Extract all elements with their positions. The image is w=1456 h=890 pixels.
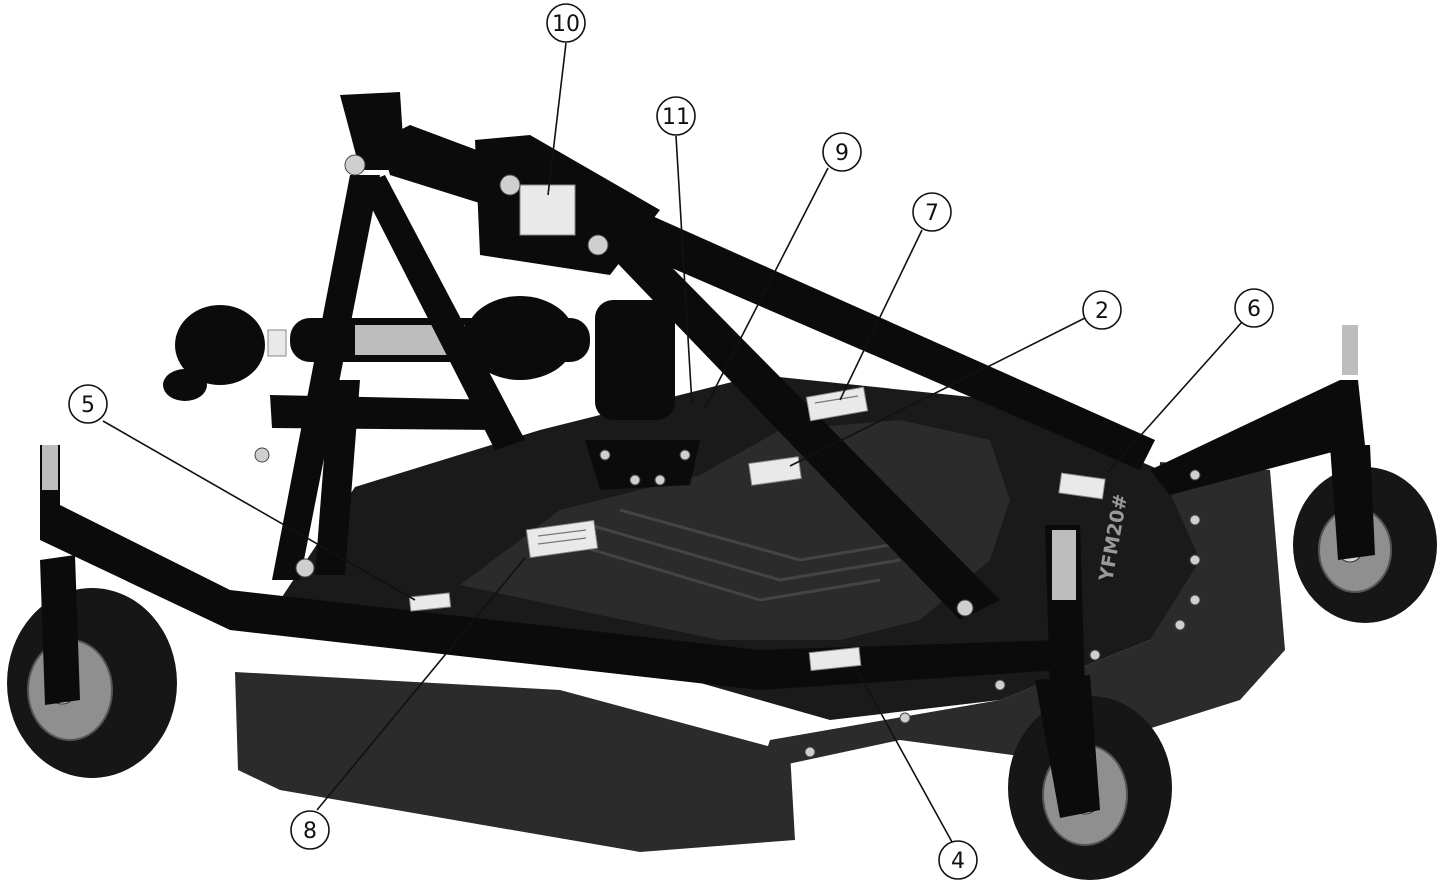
- callout-9: 9: [704, 132, 862, 409]
- decal-4: [808, 646, 862, 672]
- callout-10: 10: [546, 3, 586, 196]
- rubber-flap: [760, 462, 1285, 770]
- hitch-frame: [254, 92, 525, 580]
- svg-text:7: 7: [925, 201, 939, 226]
- lift-arm: [380, 125, 1155, 620]
- svg-text:5: 5: [81, 393, 95, 418]
- callout-7: 7: [839, 192, 952, 401]
- svg-text:10: 10: [552, 12, 580, 37]
- callout-8: 8: [290, 557, 526, 850]
- front-skirt: [235, 672, 795, 852]
- callout-2: 2: [789, 290, 1122, 467]
- mower-illustration: YFM20#: [7, 92, 1437, 880]
- decal-6: [1058, 472, 1106, 500]
- front-frame: [40, 325, 1365, 690]
- callout-6: 6: [1107, 288, 1274, 473]
- decal-2: [748, 456, 802, 486]
- decal-7: [805, 386, 869, 422]
- svg-text:4: 4: [951, 849, 965, 874]
- svg-text:8: 8: [303, 819, 317, 844]
- callouts: 10 11 9 7 2 6 5: [68, 3, 1274, 880]
- svg-text:2: 2: [1095, 299, 1109, 324]
- decal-5: [408, 592, 452, 612]
- pto-driveshaft: [163, 296, 590, 401]
- callout-5: 5: [68, 384, 416, 601]
- caster-wheel-right: [1293, 445, 1437, 623]
- shroud-ribs: [559, 508, 921, 602]
- decal-8: [525, 519, 599, 559]
- callout-4: 4: [855, 667, 978, 880]
- caster-wheel-front: [1008, 675, 1172, 880]
- deck-decals: YFM20#: [408, 386, 1132, 672]
- svg-text:11: 11: [662, 105, 690, 130]
- gearbox: [585, 300, 700, 490]
- flap-bolts: [804, 469, 1201, 758]
- svg-text:6: 6: [1247, 297, 1261, 322]
- callout-11: 11: [656, 96, 696, 406]
- svg-text:9: 9: [835, 141, 849, 166]
- caster-wheel-left: [7, 555, 177, 778]
